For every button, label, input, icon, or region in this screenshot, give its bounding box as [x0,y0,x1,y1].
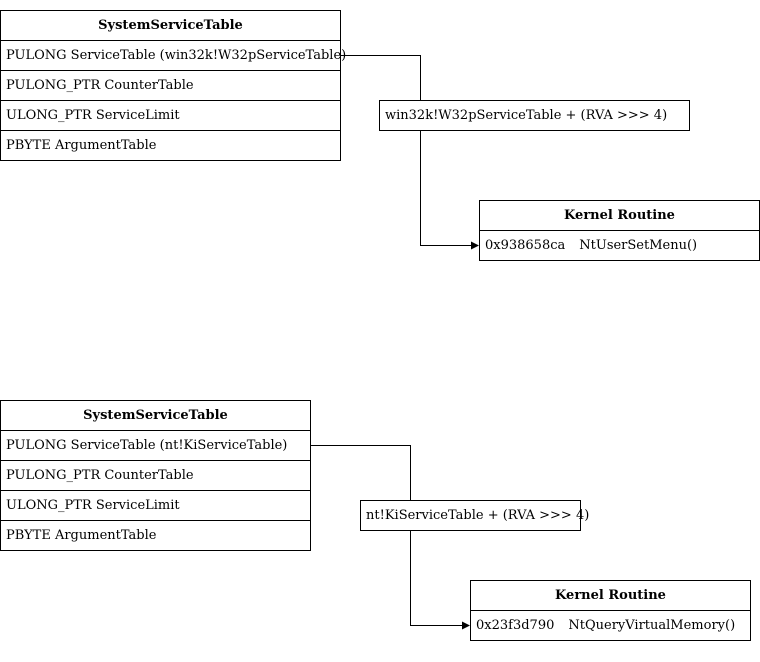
connector-1 [340,55,479,250]
table-row-service-limit: ULONG_PTR ServiceLimit [1,101,340,131]
table-row-argument-table: PBYTE ArgumentTable [6,138,157,153]
kernel-routine-table-2: Kernel Routine 0x23f3d790 NtQueryVirtualM… [470,580,751,641]
table-title: SystemServiceTable [1,11,340,41]
kernel-routine-title: Kernel Routine [471,581,750,611]
table-row-service-table: PULONG ServiceTable (win32k!W32pServiceT… [1,41,346,71]
routine-function: NtUserSetMenu() [579,238,698,253]
table-row-service-limit: ULONG_PTR ServiceLimit [1,491,310,521]
connector-2 [310,445,470,630]
system-service-table-win32k: SystemServiceTable PULONG ServiceTable (… [0,10,346,161]
routine-address: 0x23f3d790 [476,618,555,633]
formula-box-win32k: win32k!W32pServiceTable + (RVA >>> 4) [379,100,690,131]
table-row-counter-table: PULONG_PTR CounterTable [1,461,310,491]
formula-box-nt: nt!KiServiceTable + (RVA >>> 4) [360,500,589,531]
kernel-routine-table-1: Kernel Routine 0x938658ca NtUserSetMenu() [479,200,760,261]
kernel-routine-entry: 0x938658ca NtUserSetMenu() [480,231,759,260]
table-row-service-table: PULONG ServiceTable (nt!KiServiceTable) [1,431,310,461]
kernel-routine-entry: 0x23f3d790 NtQueryVirtualMemory() [471,611,750,640]
system-service-table-nt: SystemServiceTable PULONG ServiceTable (… [0,400,311,551]
table-row-argument-table: PBYTE ArgumentTable [6,528,157,543]
kernel-routine-title: Kernel Routine [480,201,759,231]
table-title: SystemServiceTable [1,401,310,431]
table-row-counter-table: PULONG_PTR CounterTable [1,71,340,101]
routine-function: NtQueryVirtualMemory() [568,618,736,633]
routine-address: 0x938658ca [485,238,566,253]
